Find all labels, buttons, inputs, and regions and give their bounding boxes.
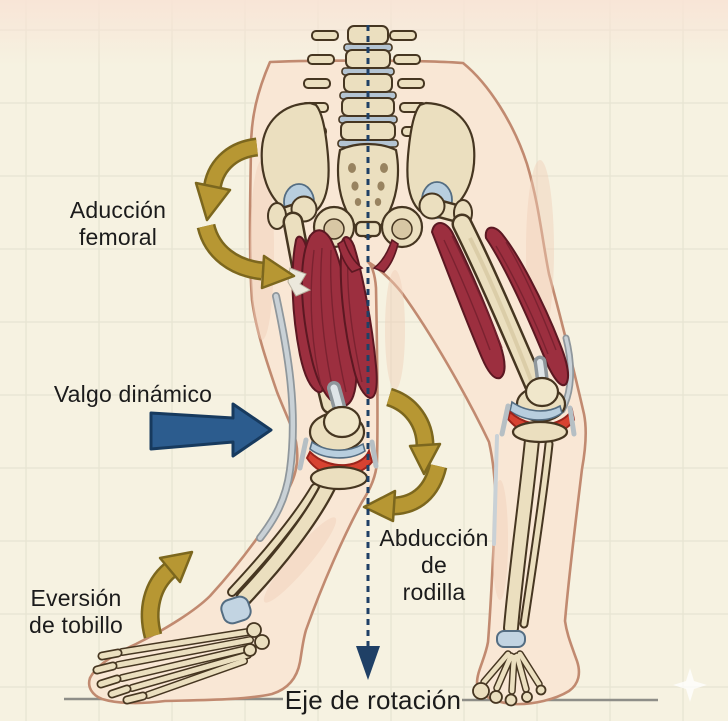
label-dynamic-valgus: Valgo dinámico (53, 381, 213, 407)
right-knee-cartilage (509, 400, 563, 421)
label-ankle-eversion: Eversión de tobillo (28, 585, 124, 639)
left-thigh-muscle-striations (310, 247, 363, 396)
left-foot-bones (92, 622, 270, 705)
label-femoral-adduction-line2: femoral (78, 224, 158, 251)
right-ankle-cartilage (496, 630, 526, 648)
left-patella (322, 405, 362, 439)
left-ankle-cartilage (220, 595, 252, 625)
dynamic-valgus-arrow (149, 402, 273, 458)
knee-abduction-curved-arrow-lower (362, 463, 448, 523)
label-femoral-adduction: Aducción femoral (28, 197, 208, 251)
sparkle-icon (673, 668, 707, 702)
right-thigh-muscle-striations (443, 235, 557, 355)
label-femoral-adduction-line1: Aducción (69, 197, 167, 223)
femoral-adduction-curved-arrow-lower (196, 223, 296, 290)
femoral-adduction-curved-arrow-upper (194, 137, 259, 222)
hip-muscle-tufts (337, 238, 399, 273)
left-knee (297, 405, 379, 491)
right-knee (499, 376, 577, 444)
left-knee-cartilage (309, 440, 366, 459)
right-foot-bones (472, 650, 547, 707)
knee-abduction-curved-arrow-upper (385, 387, 442, 476)
ankle-eversion-curved-arrow (140, 550, 194, 639)
label-rotation-axis: Eje de rotación (284, 685, 462, 715)
right-femur (418, 192, 551, 409)
right-patella (524, 376, 560, 408)
left-lower-leg-bones (220, 473, 339, 625)
sacral-foramina (348, 163, 388, 206)
rotation-axis-dashed-arrow (356, 25, 380, 680)
right-lower-leg-bones (496, 432, 554, 648)
label-knee-abduction: Abducción de rodilla (379, 525, 489, 606)
